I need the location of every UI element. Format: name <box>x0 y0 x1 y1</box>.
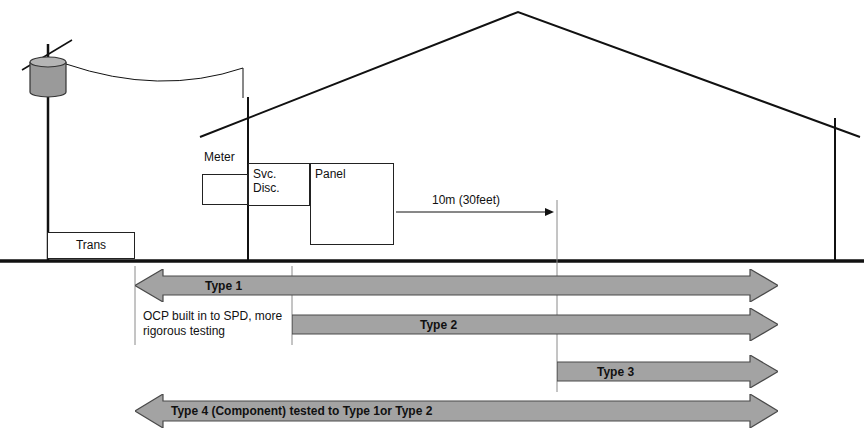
box-label: Svc. Disc. <box>249 164 295 198</box>
dimension-label: 10m (30feet) <box>432 193 572 208</box>
arrow-label: Type 4 (Component) tested to Type 1or Ty… <box>171 404 432 418</box>
panel-box: Panel <box>310 163 394 245</box>
type-1-arrow: Type 1 <box>135 269 778 302</box>
house-roof <box>200 12 860 137</box>
service-drop <box>66 64 243 81</box>
type-3-arrow: Type 3 <box>557 355 778 388</box>
type-4-arrow: Type 4 (Component) tested to Type 1or Ty… <box>135 394 778 428</box>
arrow-band-outline <box>135 269 778 302</box>
ground-line <box>0 259 864 263</box>
arrow-band-outline <box>135 394 778 428</box>
arrow-band-shape <box>557 355 778 388</box>
dimension-line <box>396 212 546 213</box>
note-label: OCP built in to SPD, more rigorous testi… <box>143 309 283 339</box>
meter-box: Meter <box>202 174 248 205</box>
arrow-band-shape <box>292 308 778 341</box>
box-label: Panel <box>311 164 393 184</box>
transformer-box: Trans <box>47 232 135 259</box>
arrow-label: Type 2 <box>420 318 457 332</box>
arrow-label: Type 3 <box>597 365 634 379</box>
dimension-arrowhead <box>545 208 554 216</box>
service-disconnect-box: Svc. Disc. <box>248 163 310 206</box>
service-mast <box>243 68 244 98</box>
pole-transformer-top <box>30 57 66 67</box>
arrow-band-outline <box>557 355 778 388</box>
type-2-arrow: Type 2 <box>292 308 778 341</box>
arrow-label: Type 1 <box>205 279 242 293</box>
arrow-band-outline <box>292 308 778 341</box>
boundary-line <box>135 266 136 345</box>
box-label: Meter <box>204 150 235 164</box>
house-wall <box>834 118 836 261</box>
box-label: Trans <box>48 233 134 252</box>
